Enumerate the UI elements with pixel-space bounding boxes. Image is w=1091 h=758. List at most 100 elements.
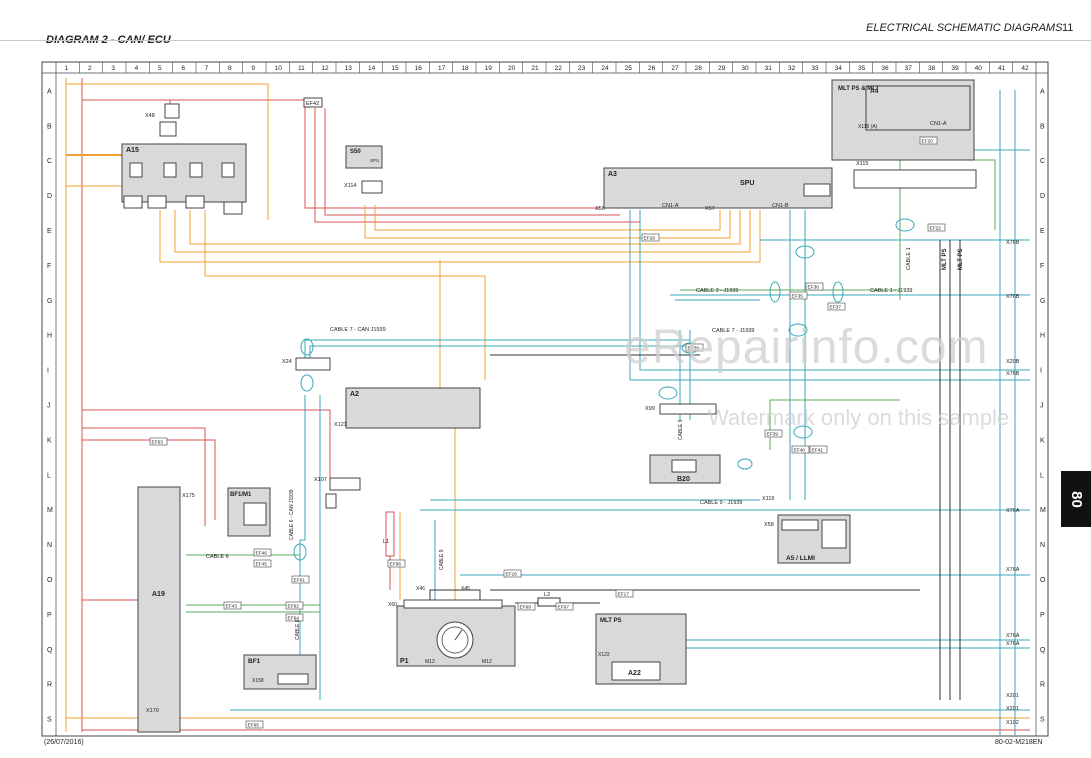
- splice-label: EF43: [226, 604, 238, 610]
- component-a3-spu[interactable]: A3 SPU CN1-A CN1-B X56 X57: [595, 167, 833, 212]
- component-ef42[interactable]: EF42: [303, 97, 323, 108]
- column-label: 19: [485, 65, 493, 72]
- label-x58: X58: [764, 522, 774, 528]
- label-a2: A2: [350, 391, 359, 398]
- column-label: 37: [905, 65, 913, 72]
- label-a19: A19: [152, 591, 165, 598]
- column-label: 38: [928, 65, 936, 72]
- column-label: 7: [205, 65, 209, 72]
- column-label: 5: [158, 65, 162, 72]
- component-b20[interactable]: B20 X99: [645, 403, 721, 484]
- row-label-right: R: [1040, 682, 1045, 689]
- label-a22: A22: [628, 670, 641, 677]
- label-x175: X175: [182, 493, 195, 499]
- splice-label: EF61: [294, 578, 306, 584]
- component-s50[interactable]: S50 SPU X114: [344, 145, 383, 194]
- splice-label: EF17: [618, 592, 630, 598]
- column-label: 8: [228, 65, 232, 72]
- component-p1[interactable]: P1 M12 M12 X46 X45 X60: [388, 586, 516, 667]
- column-label: 21: [531, 65, 539, 72]
- splice-box[interactable]: [223, 601, 242, 610]
- column-label: 40: [975, 65, 983, 72]
- splice-box[interactable]: [809, 445, 828, 454]
- component-x48[interactable]: X48: [145, 103, 180, 119]
- wire-teal-x76b: [629, 210, 1030, 381]
- cable-label-cable9-b20: CABLE 9: [678, 419, 684, 440]
- splice-box[interactable]: [791, 445, 810, 454]
- wire-orange-s50b: [374, 205, 721, 231]
- splice-box[interactable]: [789, 291, 808, 300]
- label-x24: X24: [282, 359, 292, 365]
- row-label-left: Q: [47, 647, 53, 654]
- component-x24[interactable]: X24: [282, 357, 331, 371]
- column-label: 23: [578, 65, 586, 72]
- label-x115: X115: [856, 161, 868, 167]
- splice-box[interactable]: [615, 589, 634, 598]
- splice-box[interactable]: [919, 136, 938, 145]
- label-a4: A4: [870, 88, 879, 95]
- component-l2[interactable]: L2: [537, 592, 561, 607]
- splice-box[interactable]: [245, 720, 264, 729]
- wire-orange-spu4: [204, 210, 486, 380]
- terminal-x76a-1: X76A: [1006, 508, 1020, 514]
- splice-box[interactable]: [517, 602, 536, 611]
- row-label-left: S: [47, 717, 52, 724]
- label-a3-cn1a: CN1-A: [662, 203, 679, 209]
- label-x48: X48: [145, 113, 155, 119]
- row-label-right: Q: [1040, 647, 1046, 654]
- component-x107[interactable]: X107: [314, 477, 361, 509]
- splice-box[interactable]: [927, 223, 946, 232]
- component-l1[interactable]: L1: [383, 511, 395, 557]
- wire-red-ef42c: [324, 108, 620, 216]
- splice-box[interactable]: [253, 559, 272, 568]
- label-x57: X57: [705, 206, 715, 212]
- label-x99: X99: [645, 406, 655, 412]
- fuse-f23: [159, 121, 177, 137]
- column-label: 32: [788, 65, 796, 72]
- wire-network: [65, 78, 1030, 735]
- cable-label-cable6-can: CABLE 6 - CAN J1939: [289, 489, 295, 540]
- splice-box[interactable]: [503, 569, 522, 578]
- row-label-left: P: [47, 612, 52, 619]
- splice-box[interactable]: [285, 601, 304, 610]
- wire-red-ef42b: [314, 108, 640, 223]
- label-ef42: EF42: [306, 101, 319, 107]
- component-a2[interactable]: A2 X121: [334, 387, 481, 429]
- component-a19[interactable]: A19 X175 X170: [137, 486, 195, 733]
- column-label: 25: [625, 65, 633, 72]
- splice-label: EF36: [808, 285, 820, 291]
- splice-box[interactable]: [641, 233, 660, 242]
- row-label-left: O: [47, 577, 53, 584]
- wire-orange-spu1: [159, 210, 761, 263]
- terminal-x76b-1: X76B: [1006, 240, 1020, 246]
- splice-box[interactable]: [149, 437, 168, 446]
- splice-box[interactable]: [764, 429, 783, 438]
- splice-box[interactable]: [827, 302, 846, 311]
- label-s50-spu: SPU: [370, 158, 379, 163]
- splice-label: EF63: [152, 440, 164, 446]
- component-mlt-ps-a22[interactable]: MLT PS A22 X122: [595, 613, 687, 685]
- component-a5-llmi[interactable]: A5 / LLMI X58 X119: [762, 496, 851, 564]
- component-bf1[interactable]: BF1 X158: [243, 654, 317, 690]
- splice-label: EF41: [812, 448, 824, 454]
- column-label: 34: [835, 65, 843, 72]
- cable-label-cable9-vert: CABLE 9: [439, 549, 445, 570]
- splice-box[interactable]: [253, 548, 272, 557]
- splice-box[interactable]: [805, 282, 824, 291]
- cable-label-cable1-j1939: CABLE 1 - J1939: [870, 288, 913, 294]
- component-bf1-m1[interactable]: BF1/M1: [227, 487, 271, 537]
- splice-label: EF46: [256, 551, 268, 557]
- component-a4-mlt[interactable]: MLT PS & MLT A4 CN1-A X116 (A) X115: [831, 79, 977, 189]
- splice-box[interactable]: [685, 343, 704, 352]
- column-label: 13: [345, 65, 353, 72]
- splice-box[interactable]: [285, 613, 304, 622]
- component-a15[interactable]: A15: [121, 143, 247, 215]
- column-label: 36: [881, 65, 889, 72]
- splice-box[interactable]: [555, 602, 574, 611]
- row-label-left: M: [47, 507, 53, 514]
- column-label: 2: [88, 65, 92, 72]
- splice-box[interactable]: [387, 559, 406, 568]
- splice-box[interactable]: [291, 575, 310, 584]
